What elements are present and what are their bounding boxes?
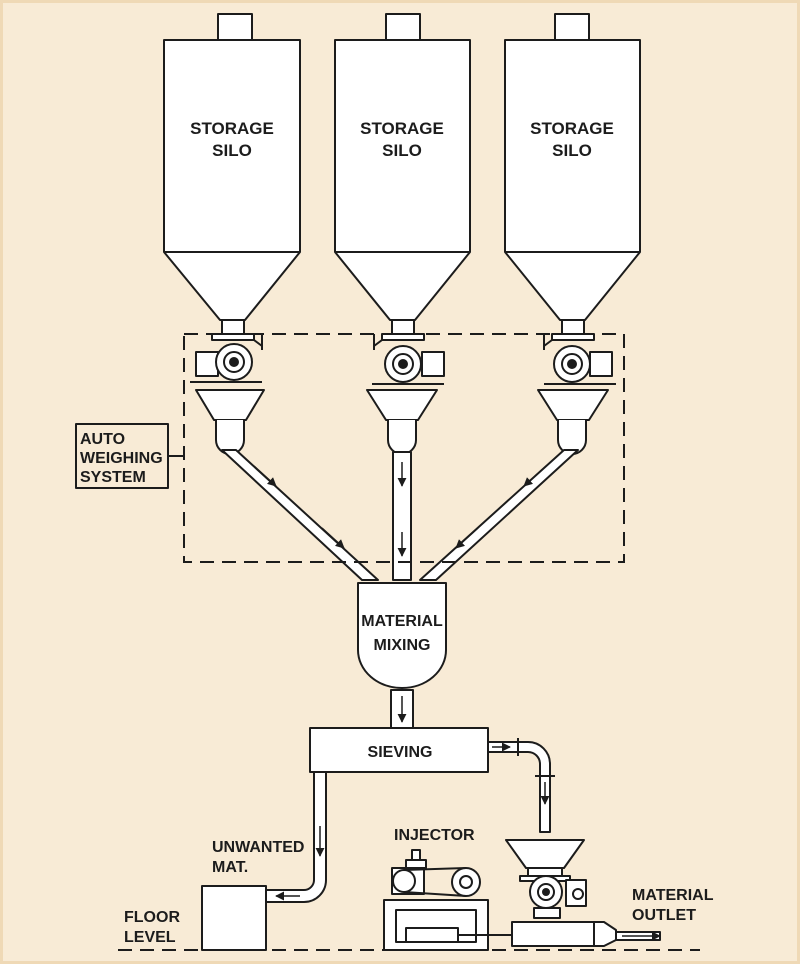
rotary-valve-2-icon xyxy=(372,319,445,385)
transfer-pipe xyxy=(487,738,555,833)
storage-silo-2 xyxy=(334,13,471,321)
injector-hopper xyxy=(505,839,585,882)
injector-label: INJECTOR xyxy=(394,827,475,844)
unwanted-label-line1: UNWANTED xyxy=(212,839,304,856)
storage-silo-1 xyxy=(163,13,301,321)
silo-1-label-line2: SILO xyxy=(212,141,252,160)
mixing-label-line1: MATERIAL xyxy=(361,613,443,630)
weigh-hopper-2 xyxy=(366,389,438,455)
silo-2-label-line1: STORAGE xyxy=(360,119,444,138)
sieving-unit xyxy=(309,727,489,773)
silo-3-label-line1: STORAGE xyxy=(530,119,614,138)
outlet-label-line1: MATERIAL xyxy=(632,887,714,904)
flow-arrow-left-1 xyxy=(253,465,277,487)
silo-3-label-line2: SILO xyxy=(552,141,592,160)
auto-weighing-label-line2: WEIGHING xyxy=(80,450,163,467)
silo-2-label-line2: SILO xyxy=(382,141,422,160)
injector-valve-icon xyxy=(529,875,587,919)
unwanted-material-bin xyxy=(201,885,267,951)
chute-left xyxy=(221,449,379,581)
auto-weighing-enclosure xyxy=(183,333,625,563)
flow-arrow-right-2 xyxy=(455,527,479,549)
storage-silo-3 xyxy=(504,13,641,321)
unwanted-pipe xyxy=(265,771,327,903)
outlet-label-line2: OUTLET xyxy=(632,907,696,924)
chute-right xyxy=(419,449,579,581)
injector-machine xyxy=(383,849,512,951)
material-outlet-pipe xyxy=(511,921,661,947)
weigh-hopper-3 xyxy=(537,389,609,455)
auto-weighing-bracket xyxy=(75,423,184,489)
floor-level-label-line1: FLOOR xyxy=(124,909,180,926)
unwanted-label-line2: MAT. xyxy=(212,859,248,876)
auto-weighing-label-line1: AUTO xyxy=(80,431,125,448)
silo-1-label-line1: STORAGE xyxy=(190,119,274,138)
flow-arrow-right-1 xyxy=(523,465,547,487)
rotary-valve-1-icon xyxy=(190,319,263,383)
floor-level-label-line2: LEVEL xyxy=(124,929,176,946)
auto-weighing-label-line3: SYSTEM xyxy=(80,469,146,486)
weigh-hopper-1 xyxy=(195,389,265,455)
mixing-label-line2: MIXING xyxy=(374,637,431,654)
flow-arrows xyxy=(253,462,661,941)
sieving-label: SIEVING xyxy=(368,744,433,761)
flow-arrow-left-2 xyxy=(321,527,345,549)
rotary-valve-3-icon xyxy=(543,319,616,385)
